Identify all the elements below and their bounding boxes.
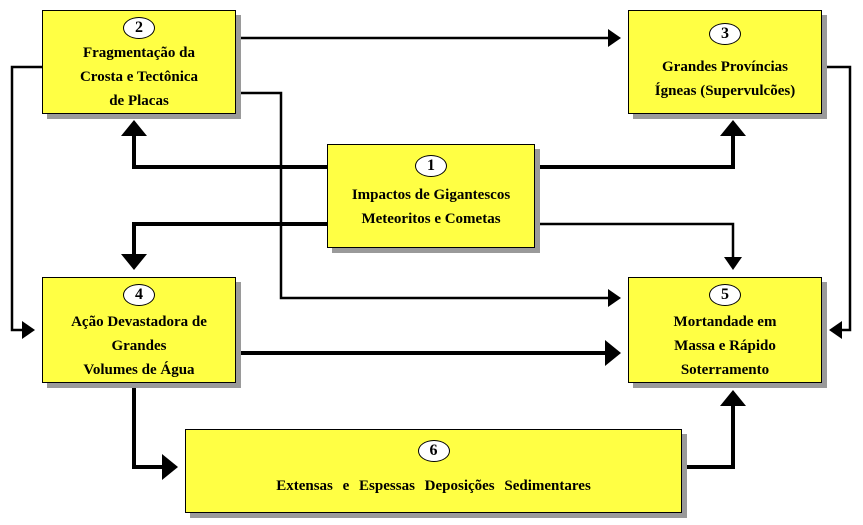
arrowhead-1-to-3: [720, 120, 746, 136]
connector-1-to-2: [132, 136, 327, 169]
connector-2-to-4: [10, 65, 42, 332]
arrowhead-2-to-3: [608, 29, 621, 47]
box-number: 5: [709, 284, 741, 306]
connector-3-to-5: [822, 65, 852, 332]
arrowhead-1-to-5: [724, 257, 742, 270]
connector-2-to-5: [236, 91, 608, 300]
arrowhead-1-to-4: [121, 254, 147, 270]
box-text-line: Impactos de Gigantescos: [351, 187, 511, 203]
connector-6-to-5: [682, 406, 735, 469]
box-3-igneous-provinces: 3 Grandes Províncias Ígneas (Supervulcõe…: [628, 10, 822, 114]
connector-1-to-4: [132, 222, 327, 254]
box-2-crust-fragmentation: 2 Fragmentação da Crosta e Tectônica de …: [42, 10, 236, 114]
box-number: 3: [709, 23, 741, 45]
box-text-line: Crosta e Tectônica: [79, 69, 199, 85]
box-text-line: Fragmentação da: [82, 45, 196, 61]
arrowhead-1-to-2: [121, 120, 147, 136]
box-text-line: Grandes Províncias: [662, 59, 788, 75]
arrowhead-6-to-5: [720, 390, 746, 406]
box-number: 4: [123, 284, 155, 306]
box-text-line: Volumes de Água: [83, 362, 195, 378]
connector-1-to-5: [535, 222, 735, 257]
box-text-line: de Placas: [109, 93, 169, 109]
box-text-line: Meteoritos e Cometas: [361, 211, 501, 227]
box-text-line: Massa e Rápido: [674, 338, 776, 354]
box-text-line: Soterramento: [680, 362, 770, 378]
arrowhead-3-to-5: [829, 321, 842, 339]
box-number: 6: [417, 440, 450, 462]
box-text-line: Grandes: [111, 338, 167, 354]
box-5-mass-mortality: 5 Mortandade em Massa e Rápido Soterrame…: [628, 277, 822, 383]
box-6-sedimentary-deposits: 6 Extensas e Espessas Deposições Sedimen…: [185, 429, 682, 513]
box-1-meteor-impacts: 1 Impactos de Gigantescos Meteoritos e C…: [327, 144, 535, 248]
box-number: 1: [415, 155, 447, 177]
box-text-line: Mortandade em: [673, 314, 777, 330]
connector-4-to-6: [132, 383, 162, 469]
connector-1-to-3: [535, 136, 735, 169]
box-4-water-action: 4 Ação Devastadora de Grandes Volumes de…: [42, 277, 236, 383]
box-text-line: Ígneas (Supervulcões): [654, 83, 796, 99]
arrowhead-4-to-6: [162, 454, 178, 480]
box-number: 2: [123, 17, 155, 39]
arrowhead-2-to-5: [608, 289, 621, 307]
box-text-line: Extensas e Espessas Deposições Sedimenta…: [276, 478, 591, 494]
box-text-line: Ação Devastadora de: [71, 314, 207, 330]
arrowhead-2-to-4: [22, 321, 35, 339]
arrowhead-4-to-5: [605, 340, 621, 366]
